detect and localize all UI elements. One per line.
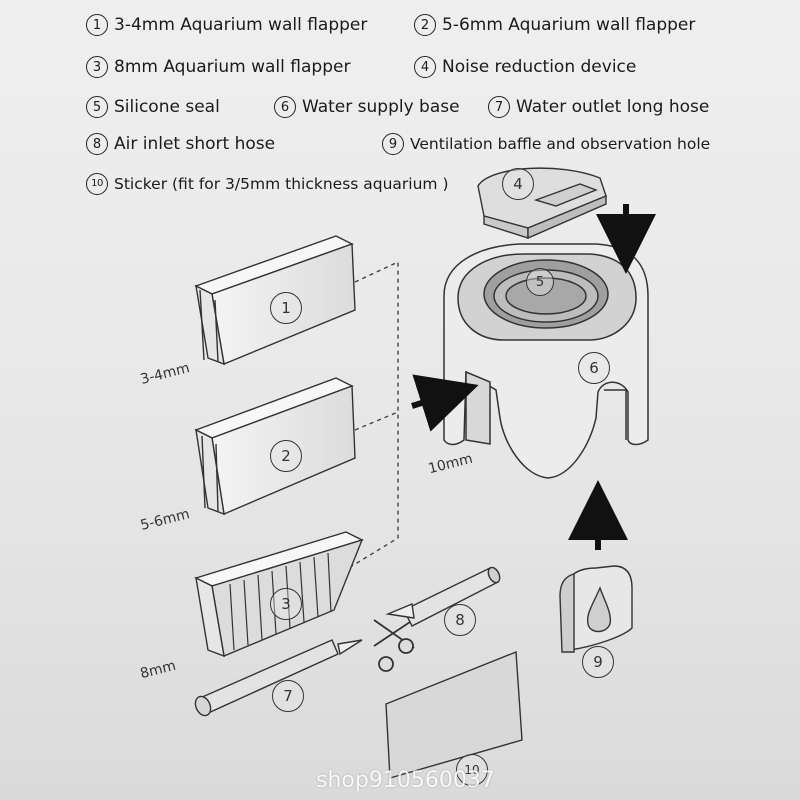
legend-number-4: 4	[414, 56, 436, 78]
callout-10: 10	[456, 754, 488, 786]
legend-text-6: Water supply base	[302, 97, 460, 117]
legend-item-1: 1 3-4mm Aquarium wall flapper	[86, 14, 367, 36]
callout-9: 9	[582, 646, 614, 678]
legend-item-10: 10 Sticker (fit for 3/5mm thickness aqua…	[86, 173, 449, 195]
legend-item-7: 7 Water outlet long hose	[488, 96, 709, 118]
legend-number-7: 7	[488, 96, 510, 118]
callout-5: 5	[526, 268, 554, 296]
legend-text-1: 3-4mm Aquarium wall flapper	[114, 15, 368, 35]
legend-number-2: 2	[414, 14, 436, 36]
legend-item-8: 8 Air inlet short hose	[86, 133, 275, 155]
legend-text-2: 5-6mm Aquarium wall flapper	[442, 15, 696, 35]
legend-number-6: 6	[274, 96, 296, 118]
noise-reduction-device	[477, 167, 607, 240]
sticker	[385, 650, 523, 779]
callout-3: 3	[270, 588, 302, 620]
arrow-right-icon	[411, 374, 479, 432]
legend-item-9: 9 Ventilation baffle and observation hol…	[382, 133, 710, 155]
legend-number-3: 3	[86, 56, 108, 78]
legend-item-6: 6 Water supply base	[274, 96, 460, 118]
guide-lines	[351, 260, 399, 567]
water-outlet-long-hose	[194, 639, 363, 717]
legend-text-4: Noise reduction device	[442, 57, 637, 77]
legend-text-3: 8mm Aquarium wall flapper	[114, 57, 351, 77]
legend-number-1: 1	[86, 14, 108, 36]
callout-8: 8	[444, 604, 476, 636]
legend-number-5: 5	[86, 96, 108, 118]
watermark: shop910560037	[316, 768, 495, 793]
legend-number-8: 8	[86, 133, 108, 155]
legend-number-9: 9	[382, 133, 404, 155]
legend-item-3: 3 8mm Aquarium wall flapper	[86, 56, 350, 78]
legend-item-2: 2 5-6mm Aquarium wall flapper	[414, 14, 695, 36]
legend-text-8: Air inlet short hose	[114, 134, 276, 154]
legend-text-9: Ventilation baffle and observation hole	[410, 135, 711, 153]
legend-text-5: Silicone seal	[114, 97, 220, 117]
legend-text-10: Sticker (fit for 3/5mm thickness aquariu…	[114, 175, 449, 193]
callout-1: 1	[270, 292, 302, 324]
air-inlet-short-hose	[385, 566, 501, 627]
legend-text-7: Water outlet long hose	[516, 97, 710, 117]
callout-7: 7	[272, 680, 304, 712]
callout-6: 6	[578, 352, 610, 384]
legend-number-10: 10	[86, 173, 108, 195]
callout-2: 2	[270, 440, 302, 472]
callout-4: 4	[502, 168, 534, 200]
scissors-icon	[373, 619, 415, 672]
ventilation-baffle	[559, 565, 633, 653]
legend-item-4: 4 Noise reduction device	[414, 56, 636, 78]
legend-item-5: 5 Silicone seal	[86, 96, 220, 118]
